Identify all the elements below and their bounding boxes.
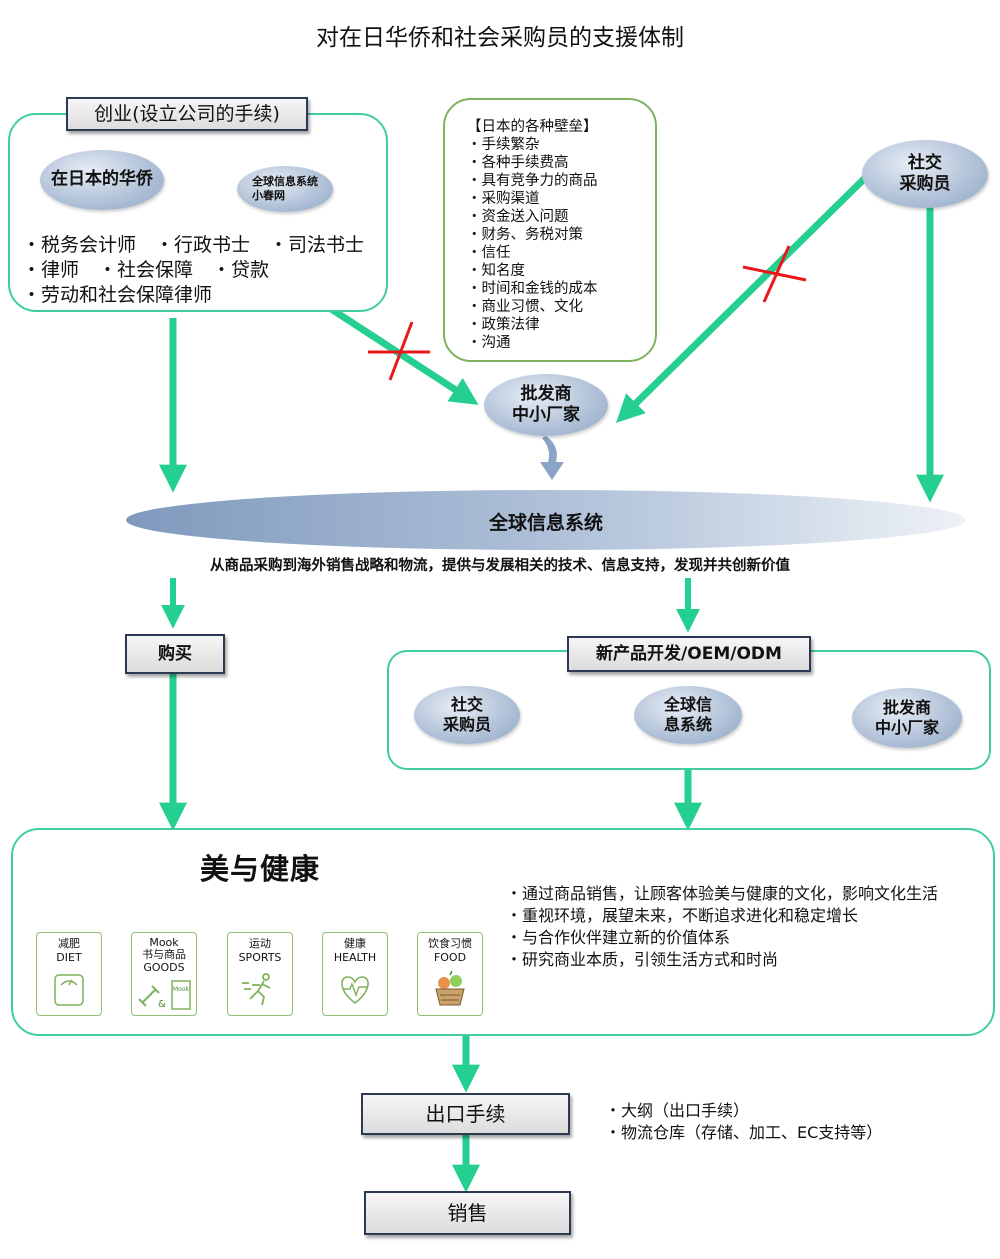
step-global-system-oval: 全球信 息系统 bbox=[634, 686, 742, 744]
arrow-buyer-to-wholesaler bbox=[616, 175, 868, 423]
page-title: 对在日华侨和社会采购员的支援体制 bbox=[316, 25, 684, 51]
runner-icon bbox=[242, 973, 271, 1006]
barrier-item: ・时间和金钱的成本 bbox=[467, 281, 598, 297]
mook-mark-text: Mook bbox=[173, 986, 190, 993]
step-social-buyer-oval: 社交 采购员 bbox=[414, 686, 520, 744]
sales-label: 销售 bbox=[364, 1191, 571, 1235]
purchase-label: 购买 bbox=[125, 634, 225, 674]
category-goods: Mook 书与商品 GOODS & Mook bbox=[131, 932, 197, 1016]
category-sports-en: SPORTS bbox=[238, 951, 282, 964]
category-health-cn: 健康 bbox=[344, 937, 366, 950]
service-line: ・税务会计师 ・行政书士 ・司法书士 bbox=[22, 234, 365, 256]
export-notes: ・大纲（出口手续） ・物流仓库（存储、加工、EC支持等） bbox=[605, 1100, 882, 1144]
dumbbell-book-icon: & Mook bbox=[138, 980, 191, 1010]
beauty-bullet: ・研究商业本质，引领生活方式和时尚 bbox=[506, 950, 779, 969]
cross-mark-right bbox=[742, 245, 807, 303]
beauty-bullet: ・通过商品销售，让顾客体验美与健康的文化，影响文化生活 bbox=[506, 884, 939, 903]
step-wholesaler-text: 批发商 中小厂家 bbox=[874, 698, 939, 737]
heart-pulse-icon bbox=[341, 976, 369, 1005]
barrier-item: ・财务、务税对策 bbox=[467, 227, 583, 243]
export-note: ・大纲（出口手续） bbox=[605, 1101, 750, 1120]
category-goods-en: GOODS bbox=[143, 961, 185, 974]
social-buyer-oval: 社交 采购员 bbox=[862, 140, 988, 208]
category-sports-cn: 运动 bbox=[249, 937, 271, 950]
step-social-buyer-text: 社交 采购员 bbox=[442, 695, 491, 734]
barrier-item: ・政策法律 bbox=[467, 317, 540, 333]
barrier-item: ・手续繁杂 bbox=[467, 137, 540, 153]
cross-mark-left bbox=[368, 321, 430, 381]
service-line: ・律师 ・社会保障 ・贷款 bbox=[22, 259, 270, 281]
barrier-item: ・采购渠道 bbox=[467, 191, 540, 207]
category-food-cn: 饮食习惯 bbox=[428, 937, 472, 950]
startup-services: ・税务会计师 ・行政书士 ・司法书士 ・律师 ・社会保障 ・贷款 ・劳动和社会保… bbox=[22, 233, 382, 308]
barrier-item: ・信任 bbox=[467, 245, 511, 261]
export-label: 出口手续 bbox=[361, 1093, 570, 1135]
category-goods-cn: Mook 书与商品 bbox=[142, 936, 186, 961]
beauty-bullet: ・重视环境，展望未来，不断追求进化和稳定增长 bbox=[506, 906, 859, 925]
startup-label: 创业(设立公司的手续) bbox=[66, 97, 308, 131]
beauty-health-title: 美与健康 bbox=[200, 852, 321, 886]
overseas-chinese-oval: 在日本的华侨 bbox=[40, 150, 164, 210]
category-health-en: HEALTH bbox=[333, 951, 377, 964]
category-food-en: FOOD bbox=[433, 951, 467, 964]
step-wholesaler-oval: 批发商 中小厂家 bbox=[852, 688, 962, 748]
barriers-box: 【日本的各种壁垒】 ・手续繁杂 ・各种手续费高 ・具有竞争力的商品 ・采购渠道 … bbox=[443, 98, 657, 362]
scale-icon bbox=[54, 974, 84, 1006]
barrier-item: ・知名度 bbox=[467, 263, 525, 279]
newproduct-label: 新产品开发/OEM/ODM bbox=[567, 636, 811, 672]
barrier-item: ・沟通 bbox=[467, 335, 511, 351]
category-diet-en: DIET bbox=[56, 951, 82, 964]
global-system-label: 全球信息系统 bbox=[488, 512, 603, 534]
barrier-item: ・资金送入问题 bbox=[467, 209, 569, 225]
step-global-system-text: 全球信 息系统 bbox=[663, 695, 712, 734]
wholesaler-text: 批发商 中小厂家 bbox=[512, 383, 580, 425]
category-diet: 减肥 DIET bbox=[36, 932, 102, 1016]
food-basket-icon bbox=[435, 970, 465, 1006]
wholesaler-oval: 批发商 中小厂家 bbox=[484, 374, 608, 436]
export-note: ・物流仓库（存储、加工、EC支持等） bbox=[605, 1123, 883, 1142]
beauty-bullets: ・通过商品销售，让顾客体验美与健康的文化，影响文化生活 ・重视环境，展望未来，不… bbox=[506, 883, 938, 971]
category-diet-cn: 减肥 bbox=[58, 937, 80, 950]
global-system-ellipse bbox=[126, 490, 966, 550]
category-health: 健康 HEALTH bbox=[322, 932, 388, 1016]
svg-text:&: & bbox=[158, 999, 166, 1010]
down-arrow-wholesaler bbox=[540, 436, 564, 480]
category-sports: 运动 SPORTS bbox=[227, 932, 293, 1016]
barriers-heading: 【日本的各种壁垒】 bbox=[467, 119, 598, 135]
tagline: 从商品采购到海外销售战略和物流，提供与发展相关的技术、信息支持，发现并共创新价值 bbox=[210, 558, 790, 574]
social-buyer-text: 社交 采购员 bbox=[899, 152, 951, 194]
barrier-item: ・商业习惯、文化 bbox=[467, 299, 583, 315]
service-line: ・劳动和社会保障律师 bbox=[22, 284, 213, 306]
category-food: 饮食习惯 FOOD bbox=[417, 932, 483, 1016]
barrier-item: ・各种手续费高 bbox=[467, 155, 569, 171]
overseas-chinese-text: 在日本的华侨 bbox=[51, 169, 153, 190]
startup-box bbox=[8, 113, 388, 312]
system-small-oval: 全球信息系统 小春网 bbox=[237, 166, 333, 212]
beauty-bullet: ・与合作伙伴建立新的价值体系 bbox=[506, 928, 731, 947]
system-small-text: 全球信息系统 小春网 bbox=[252, 175, 318, 202]
barrier-item: ・具有竞争力的商品 bbox=[467, 173, 598, 189]
